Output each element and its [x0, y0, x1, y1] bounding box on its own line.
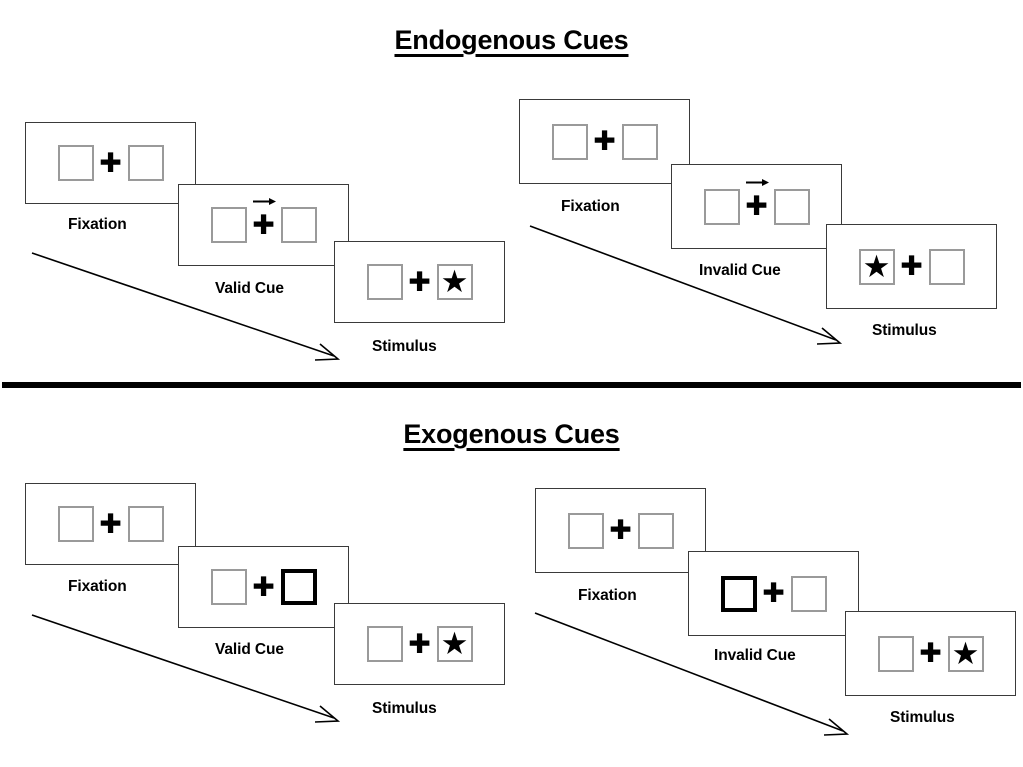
frame-caption-invalid-cue: Invalid Cue: [699, 262, 781, 279]
star-target-icon: ★: [951, 635, 980, 671]
frame-caption-stimulus: Stimulus: [372, 700, 437, 717]
placeholder-box-left: [210, 569, 247, 605]
placeholder-box-left: [57, 506, 94, 542]
star-target-icon: ★: [440, 625, 469, 661]
time-flow-arrow: [31, 252, 341, 361]
trial-frame-valid-cue[interactable]: ✚: [178, 184, 349, 266]
placeholder-box-right: [127, 506, 164, 542]
frame-caption-valid-cue: Valid Cue: [215, 280, 284, 297]
placeholder-box-right: [773, 188, 810, 225]
highlighted-cue-box-right: [280, 569, 317, 605]
frame-caption-stimulus: Stimulus: [872, 322, 937, 339]
trial-frame-stimulus[interactable]: ✚ ★: [845, 611, 1016, 696]
fixation-cross: ✚: [408, 266, 431, 297]
time-flow-arrow: [529, 225, 843, 345]
frame-caption-stimulus: Stimulus: [890, 709, 955, 726]
trial-frame-fixation[interactable]: ✚: [519, 99, 690, 184]
time-flow-arrow: [31, 614, 341, 723]
frame-caption-fixation: Fixation: [68, 578, 127, 595]
placeholder-box-right: [621, 123, 658, 160]
placeholder-box-right: [127, 145, 164, 181]
trial-frame-stimulus[interactable]: ✚ ★: [334, 603, 505, 685]
target-box-right: ★: [436, 263, 473, 300]
placeholder-box-left: [703, 188, 740, 225]
trial-frame-valid-cue[interactable]: ✚: [178, 546, 349, 628]
fixation-cross: ✚: [247, 197, 281, 239]
placeholder-box-right: [928, 248, 965, 285]
section-divider: [2, 382, 1021, 388]
frame-caption-fixation: Fixation: [578, 587, 637, 604]
placeholder-box-left: [57, 145, 94, 181]
fixation-cross: ✚: [740, 179, 774, 220]
trial-frame-fixation[interactable]: ✚: [25, 483, 196, 565]
trial-frame-invalid-cue[interactable]: ✚: [671, 164, 842, 249]
trial-frame-fixation[interactable]: ✚: [25, 122, 196, 204]
frame-caption-fixation: Fixation: [561, 198, 620, 215]
frame-caption-fixation: Fixation: [68, 216, 127, 233]
trial-frame-fixation[interactable]: ✚: [535, 488, 706, 573]
frame-caption-invalid-cue: Invalid Cue: [714, 647, 796, 664]
fixation-cross: ✚: [900, 251, 923, 281]
star-target-icon: ★: [862, 248, 891, 284]
fixation-cross: ✚: [593, 126, 616, 156]
fixation-cross: ✚: [99, 147, 122, 178]
target-box-right: ★: [436, 625, 473, 662]
section-title-endogenous: Endogenous Cues: [394, 25, 629, 55]
placeholder-box-left: [210, 207, 247, 243]
placeholder-box-right: [790, 575, 827, 612]
trial-frame-stimulus[interactable]: ✚ ★: [334, 241, 505, 323]
cue-arrow-right-icon: [745, 179, 769, 186]
target-box-left: ★: [858, 248, 895, 285]
fixation-cross: ✚: [609, 515, 632, 545]
cue-arrow-right-icon: [252, 197, 276, 205]
target-box-right: ★: [947, 635, 984, 672]
time-flow-arrow: [534, 612, 850, 736]
trial-frame-stimulus[interactable]: ★ ✚: [826, 224, 997, 309]
fixation-cross: ✚: [99, 508, 122, 539]
star-target-icon: ★: [440, 263, 469, 299]
section-title-exogenous: Exogenous Cues: [403, 419, 620, 449]
fixation-cross: ✚: [252, 571, 275, 602]
placeholder-box-left: [877, 635, 914, 672]
fixation-cross: ✚: [762, 578, 785, 608]
fixation-cross: ✚: [919, 638, 942, 668]
placeholder-box-right: [637, 512, 674, 549]
section-exogenous: Exogenous Cues ✚ Fixation ✚ Valid Cue: [0, 391, 1023, 767]
placeholder-box-left: [366, 264, 403, 300]
placeholder-box-left: [567, 512, 604, 549]
placeholder-box-left: [366, 626, 403, 662]
section-endogenous: Endogenous Cues ✚ Fixation ✚: [25, 25, 997, 361]
frame-caption-valid-cue: Valid Cue: [215, 641, 284, 658]
placeholder-box-right: [280, 207, 317, 243]
placeholder-box-left: [551, 123, 588, 160]
highlighted-cue-box-left: [720, 575, 757, 612]
frame-caption-stimulus: Stimulus: [372, 338, 437, 355]
fixation-cross: ✚: [408, 628, 431, 659]
trial-frame-invalid-cue[interactable]: ✚: [688, 551, 859, 636]
